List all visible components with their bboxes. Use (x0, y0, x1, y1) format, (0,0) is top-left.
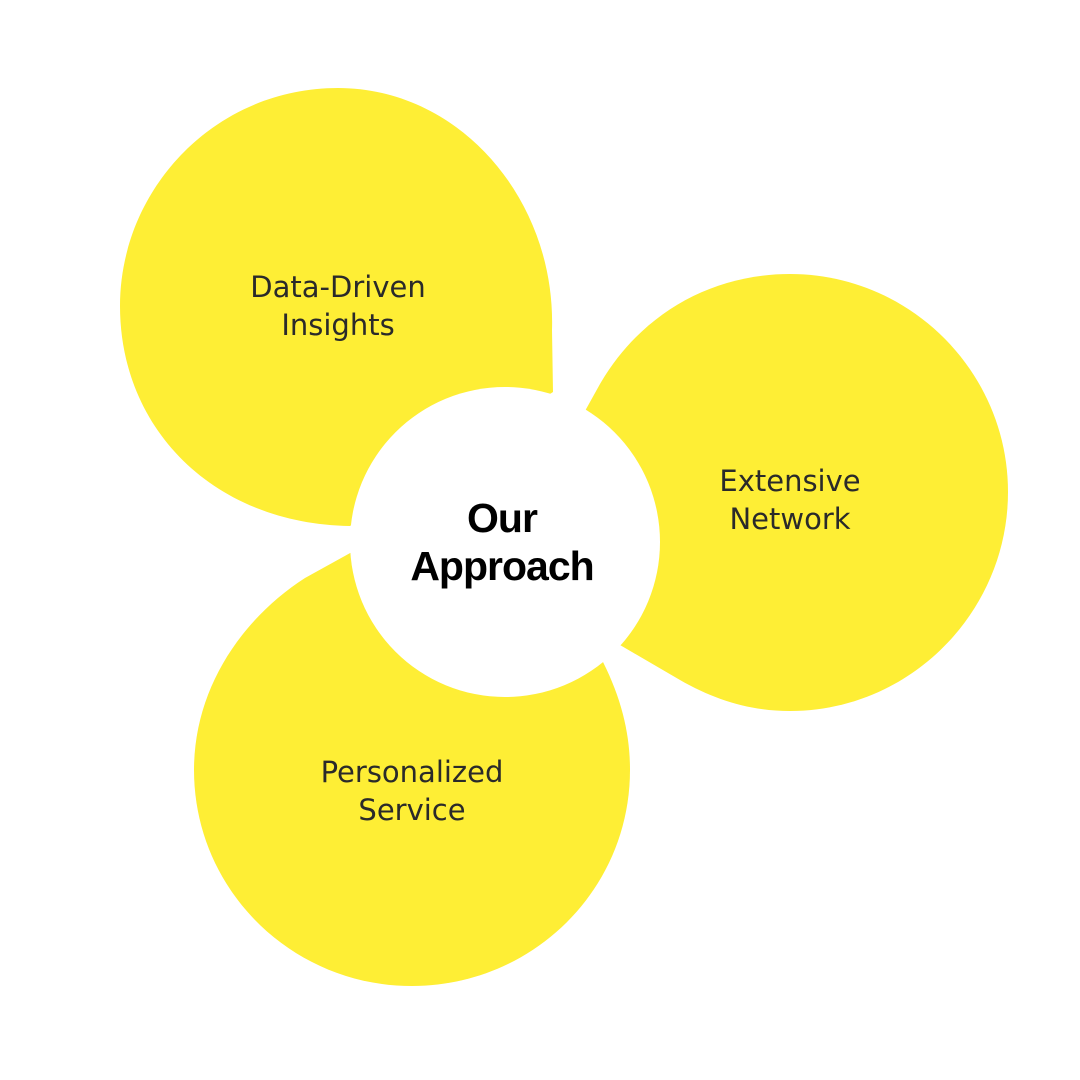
petal-label-data-driven-insights: Data-Driven Insights (250, 268, 425, 344)
petal-label-line: Personalized (320, 755, 504, 789)
center-title: Our Approach (410, 494, 594, 590)
center-circle (350, 387, 660, 697)
petal-label-line: Service (358, 793, 466, 827)
center-title-line: Approach (410, 543, 594, 589)
petal-extensive-network (585, 274, 1008, 711)
petal-label-extensive-network: Extensive Network (719, 462, 860, 538)
center-title-line: Our (467, 495, 538, 541)
petal-label-line: Insights (281, 308, 395, 342)
petal-label-line: Extensive (719, 464, 861, 498)
petal-label-line: Network (729, 502, 851, 536)
petal-label-personalized-service: Personalized Service (321, 753, 504, 829)
petal-label-line: Data-Driven (250, 270, 426, 304)
